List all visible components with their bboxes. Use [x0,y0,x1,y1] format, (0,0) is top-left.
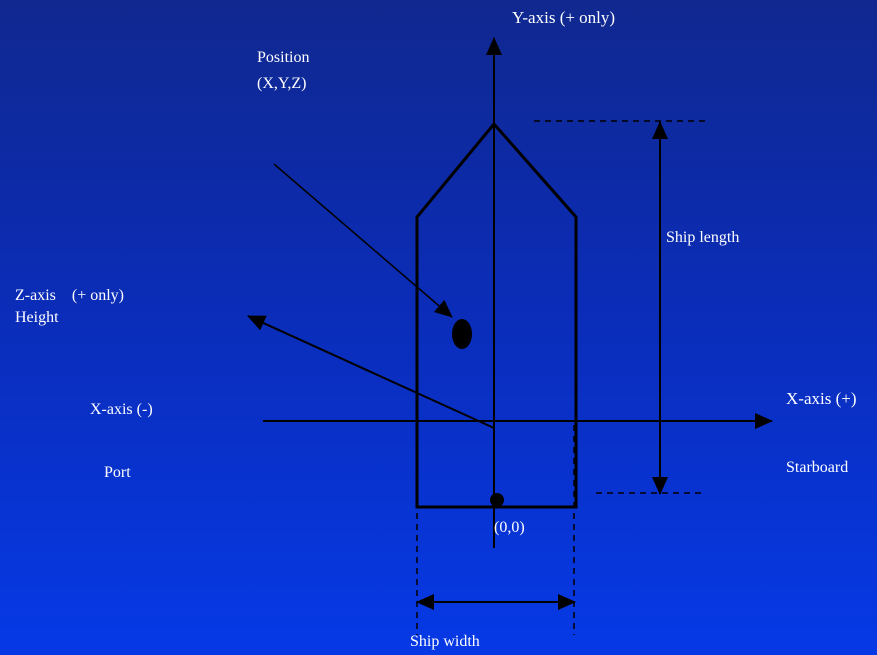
ship-outline [415,121,578,509]
x-axis-negative-label: X-axis (-) [90,401,153,418]
starboard-label: Starboard [786,459,849,476]
origin-marker [490,493,504,507]
z-axis-label: Z-axis (+ only) [15,287,124,304]
origin-label: (0,0) [494,519,525,536]
z-axis-line [247,315,495,429]
position-pointer-arrow [273,163,453,318]
position-label-line1: Position [257,49,310,66]
position-marker [452,319,472,349]
ship-width-label: Ship width [410,633,480,650]
x-axis-positive-label: X-axis (+) [786,389,857,408]
ship-length-label: Ship length [666,229,740,246]
position-label-line2: (X,Y,Z) [257,75,307,92]
y-axis-label: Y-axis (+ only) [512,8,616,27]
port-label: Port [104,464,131,481]
height-label: Height [15,309,59,326]
